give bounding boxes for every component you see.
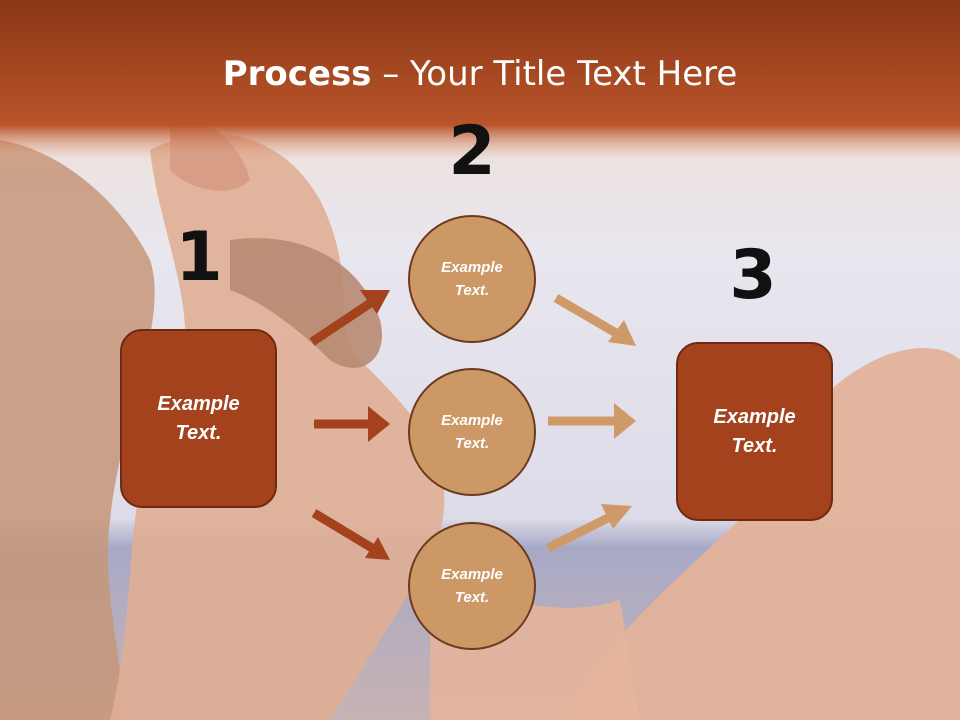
arrow-left-up: [309, 290, 390, 346]
step-number-3: 3: [729, 236, 777, 315]
right-box-line-2: Text.: [731, 434, 778, 457]
left-box-line-1: Example: [157, 392, 240, 415]
step-number-1: 1: [175, 218, 223, 297]
circle-top-line-1: Example: [441, 259, 503, 276]
circle-bottom: Example Text.: [408, 522, 536, 650]
arrow-left-middle: [314, 406, 390, 442]
right-box-line-1: Example: [713, 405, 796, 428]
circle-top-line-2: Text.: [454, 282, 490, 299]
circle-top: Example Text.: [408, 215, 536, 343]
title-bold: Process: [222, 54, 372, 94]
step-number-2: 2: [448, 112, 496, 191]
slide-title: Process – Your Title Text Here: [0, 52, 960, 96]
circle-bottom-line-1: Example: [441, 566, 503, 583]
arrow-right-middle: [548, 403, 636, 439]
circle-middle-line-1: Example: [441, 412, 503, 429]
arrow-right-up: [545, 504, 632, 553]
circle-middle: Example Text.: [408, 368, 536, 496]
arrow-left-down: [311, 509, 390, 560]
right-step-box: Example Text.: [676, 342, 833, 521]
circle-bottom-line-2: Text.: [454, 589, 490, 606]
circle-middle-line-2: Text.: [454, 435, 490, 452]
left-box-line-2: Text.: [175, 421, 222, 444]
arrow-right-down: [553, 294, 636, 346]
title-rest: – Your Title Text Here: [371, 54, 738, 94]
left-step-box: Example Text.: [120, 329, 277, 508]
